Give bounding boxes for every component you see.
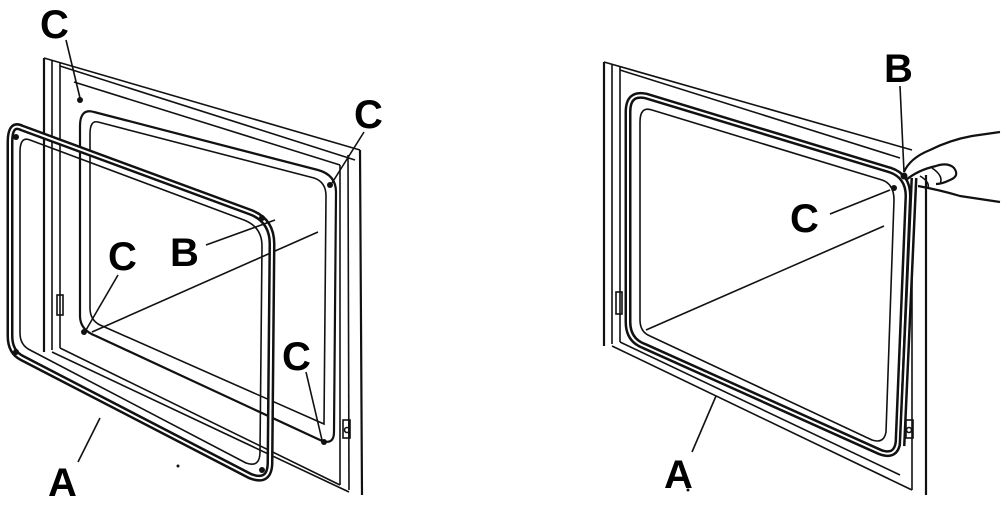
right-oven-frame <box>602 61 928 495</box>
left-leader-lines <box>65 39 365 463</box>
right-label-b: B <box>884 47 913 91</box>
left-label-a: A <box>48 461 77 505</box>
right-panel-installation-view: B C A <box>602 47 1001 497</box>
left-label-c-mid-left: C <box>108 235 137 279</box>
right-label-c: C <box>790 197 819 241</box>
right-leader-lines <box>691 85 905 453</box>
left-inner-window <box>78 110 338 443</box>
left-label-b: B <box>170 231 199 275</box>
right-hook-c <box>891 185 897 191</box>
right-gasket-a <box>624 91 912 458</box>
left-label-c-top-right: C <box>354 93 383 137</box>
right-gasket-pulled-end <box>898 177 918 447</box>
stray-dot <box>176 464 180 468</box>
left-gasket-a <box>6 123 276 482</box>
left-oven-frame <box>42 57 364 496</box>
left-label-c-top-left: C <box>40 3 69 47</box>
left-hooks <box>77 97 333 445</box>
stray-dot <box>686 488 690 492</box>
left-panel-removal-view: C C B C C A <box>6 3 383 505</box>
left-label-c-bottom-right: C <box>282 335 311 379</box>
right-hand-illustration <box>900 130 1001 204</box>
